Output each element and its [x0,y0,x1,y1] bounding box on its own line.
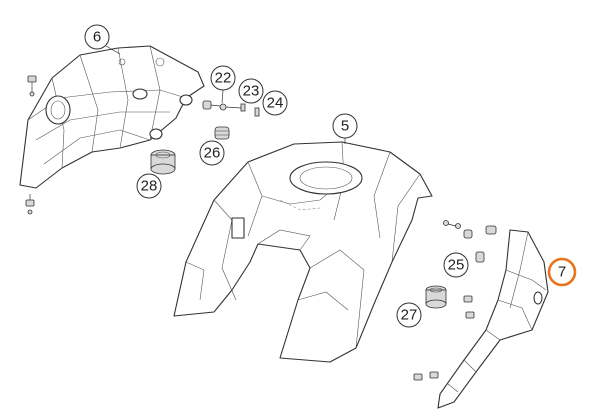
callout-23-label: 23 [243,83,260,100]
callout-5[interactable]: 5 [332,113,358,139]
callout-25[interactable]: 25 [443,252,469,278]
right-side-cover-panel[interactable] [437,229,549,409]
callout-24[interactable]: 24 [262,90,288,116]
callout-27-label: 27 [401,307,418,324]
callout-7-label: 7 [558,264,566,281]
right-panel-clips [413,295,475,381]
callout-27[interactable]: 27 [396,302,422,328]
right-hardware[interactable] [443,220,497,263]
fuel-tank-cover[interactable] [173,141,433,363]
left-side-cover-panel[interactable] [19,45,205,189]
callout-6-label: 6 [93,29,101,46]
callout-26-label: 26 [204,145,221,162]
callout-22[interactable]: 22 [210,65,236,91]
callout-24-label: 24 [267,95,284,112]
callout-23[interactable]: 23 [238,78,264,104]
hardware-stack-upper[interactable] [202,100,260,117]
callout-28-label: 28 [141,178,158,195]
callout-5-label: 5 [341,118,349,135]
callout-6[interactable]: 6 [84,24,110,50]
spacer-sleeve-28[interactable] [150,149,176,175]
spacer-sleeve-27[interactable] [425,285,447,309]
rubber-grommet-26[interactable] [214,126,230,140]
callout-22-label: 22 [215,70,232,87]
callout-7-highlighted[interactable]: 7 [547,257,577,287]
callout-26[interactable]: 26 [199,140,225,166]
panel-6-hardware [25,75,37,215]
callout-28[interactable]: 28 [136,173,162,199]
callout-25-label: 25 [448,257,465,274]
